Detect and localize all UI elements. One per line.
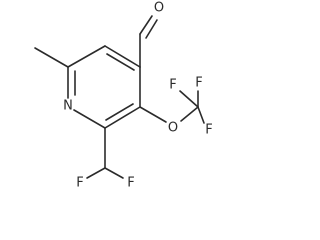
bond-c2-n — [73, 109, 106, 129]
bond-cho-o — [139, 15, 153, 35]
atom-label-cf3-fluorine-2: F — [195, 76, 202, 91]
bond-c3-o — [139, 106, 167, 123]
atom-label-chf2-fluorine-1: F — [76, 176, 83, 191]
bond-c3-c2-double — [105, 103, 134, 121]
atom-label-ring-nitrogen: N — [63, 99, 73, 114]
bond-c6-methyl — [34, 47, 69, 68]
bond-c6-c5 — [67, 45, 106, 68]
bond-c3-c2 — [104, 106, 141, 129]
bond-o-cf3 — [180, 106, 199, 122]
atom-label-chf2-fluorine-2: F — [127, 176, 134, 191]
bond-c5-c4 — [104, 45, 141, 68]
bond-cho-o-double — [145, 19, 158, 39]
structure-diagram: O N O F F F F F — [34, 1, 213, 191]
atom-label-ether-oxygen: O — [168, 121, 178, 136]
atom-label-cf3-fluorine-1: F — [169, 78, 176, 93]
bond-c5-c4-double — [106, 53, 135, 71]
bond-chf2-f1 — [86, 167, 106, 179]
bond-cf3-f3 — [197, 106, 205, 124]
atom-label-aldehyde-oxygen: O — [154, 1, 164, 16]
bond-chf2-f2 — [104, 167, 124, 179]
bond-cf3-f1 — [179, 90, 199, 108]
atom-label-cf3-fluorine-3: F — [205, 123, 212, 138]
